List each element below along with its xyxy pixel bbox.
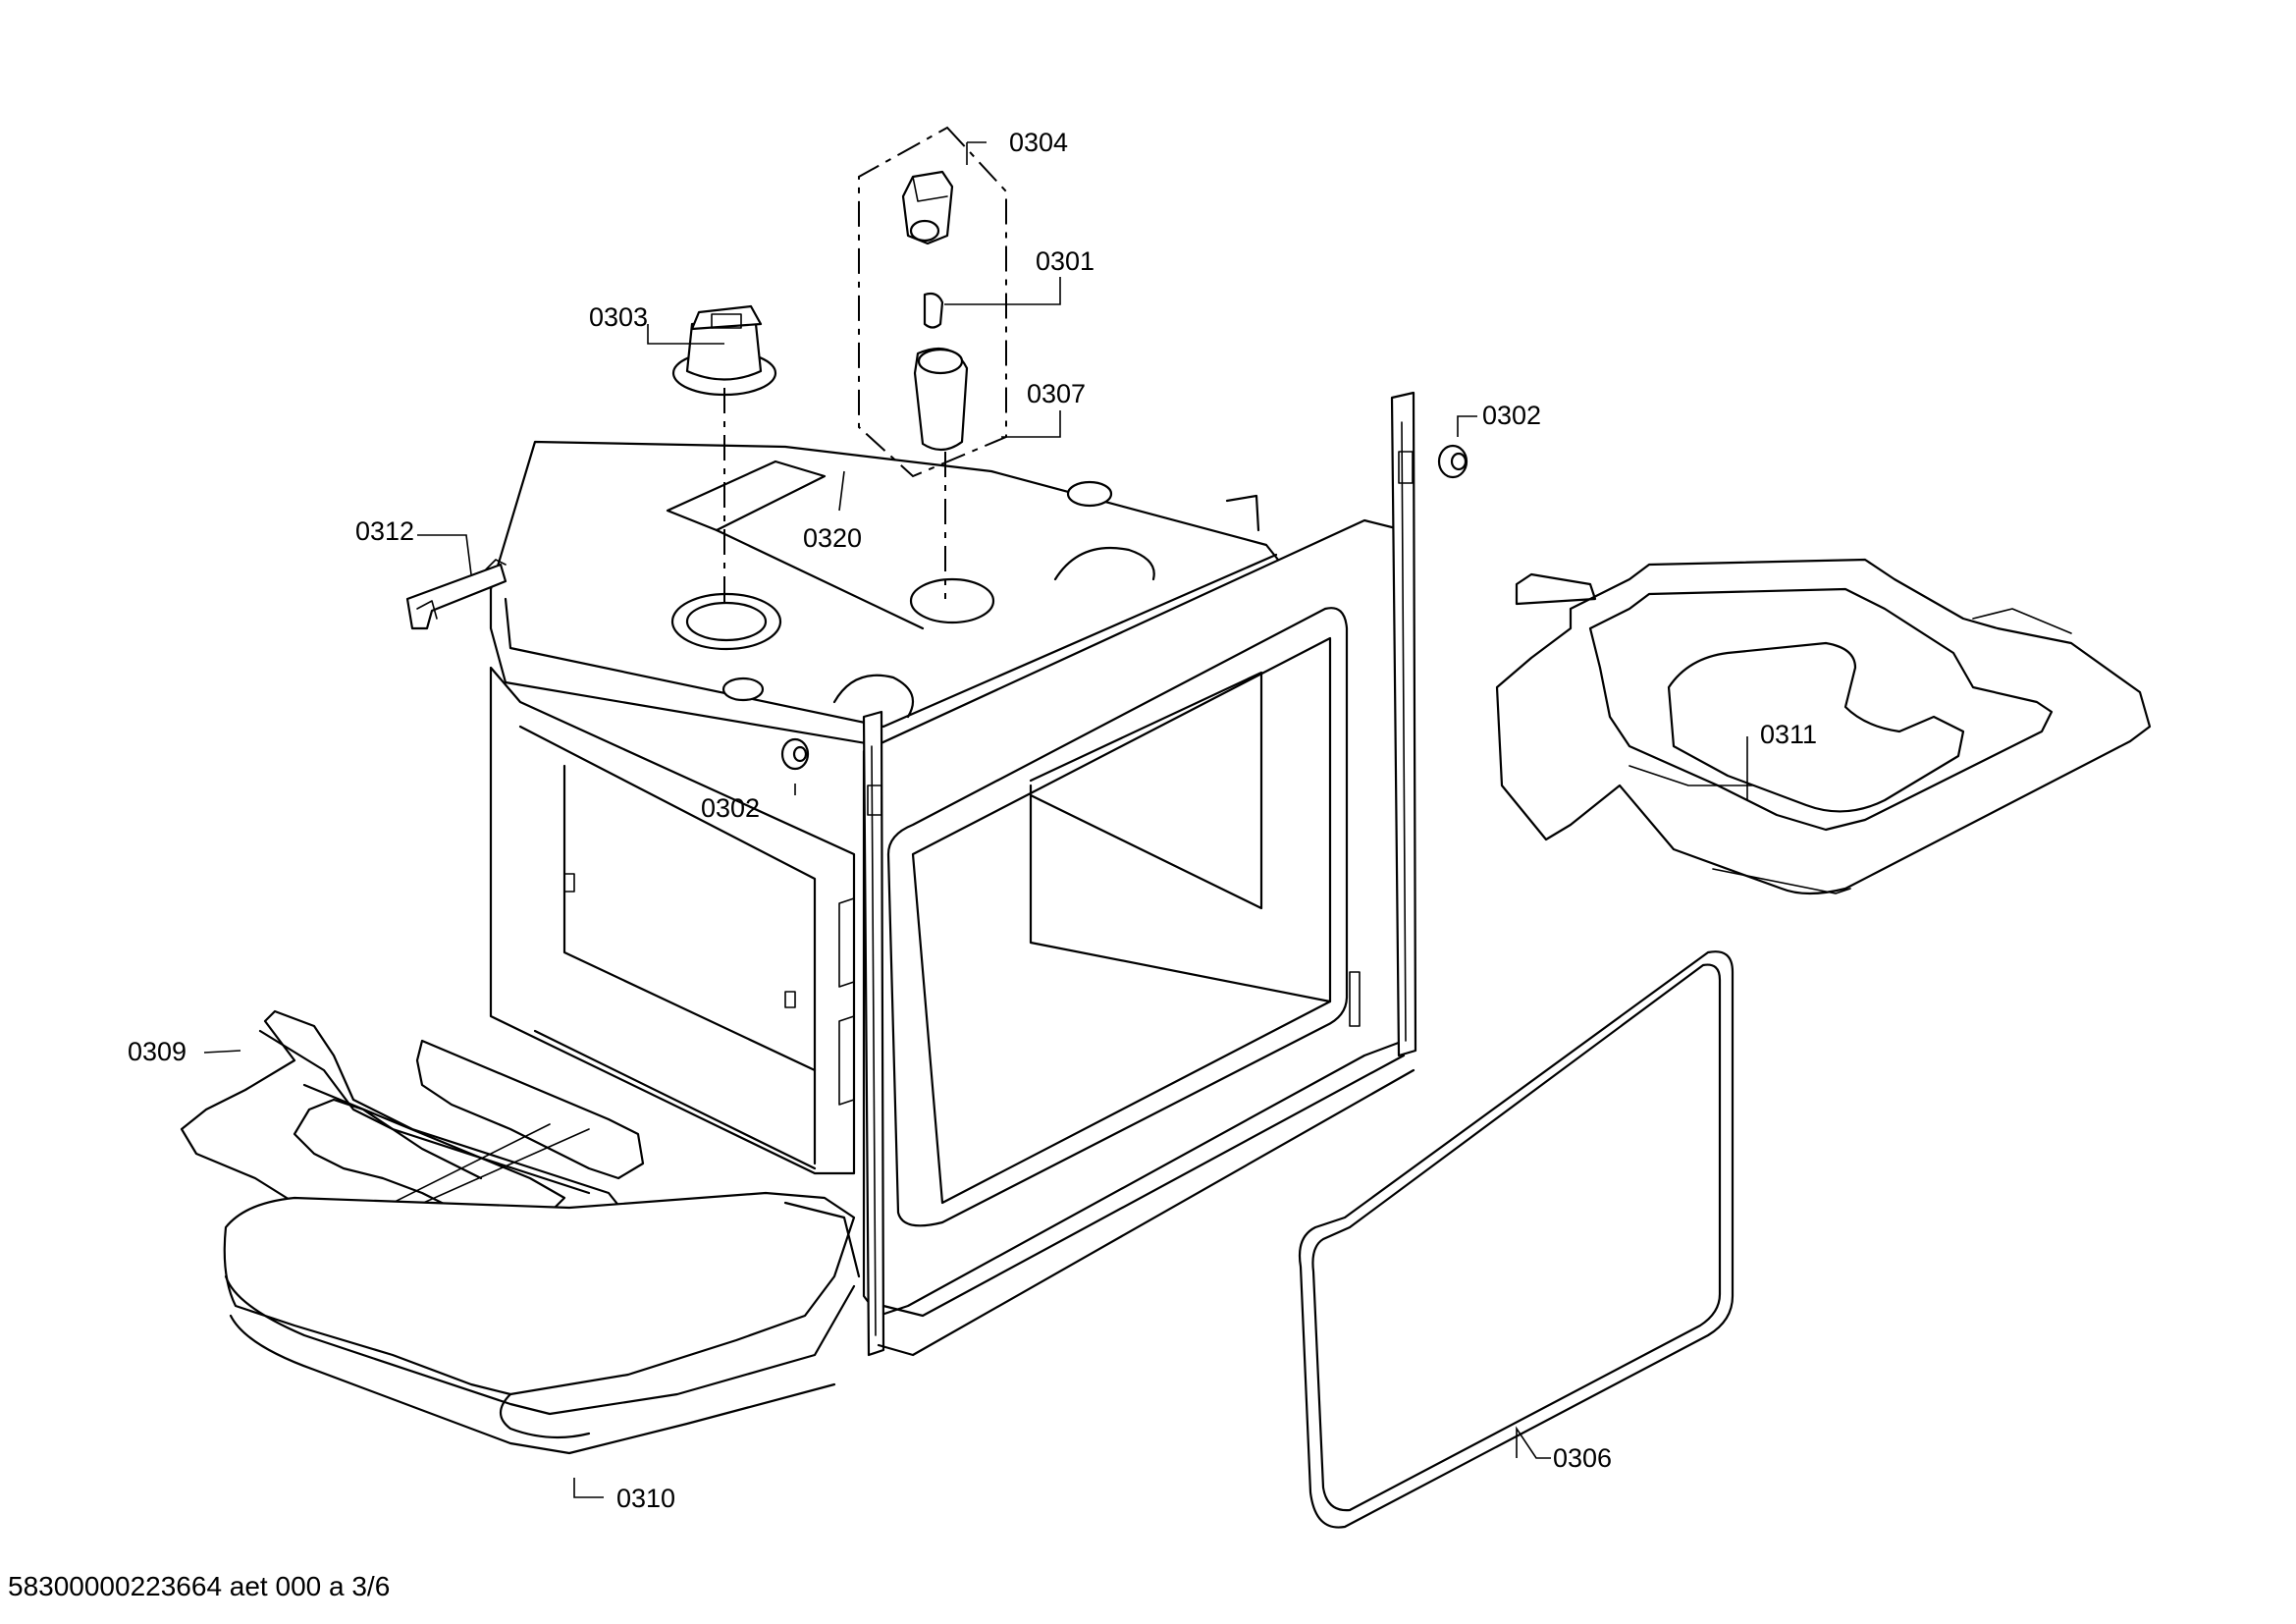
- label-0311: 0311: [1760, 720, 1817, 749]
- label-0310: 0310: [616, 1484, 675, 1513]
- part-labels: 0304 0301 0303 0307 0302 0312 0320 0311 …: [128, 128, 1817, 1513]
- oven-cavity: [489, 391, 1417, 1357]
- label-0302-mid: 0302: [701, 793, 760, 823]
- label-0309: 0309: [128, 1037, 187, 1066]
- label-0320: 0320: [803, 523, 862, 553]
- bracket-part: [405, 559, 507, 630]
- label-0307: 0307: [1027, 379, 1086, 408]
- grill-heating-element: [1495, 558, 2152, 895]
- leader-lines: [203, 141, 1748, 1498]
- label-0306: 0306: [1553, 1443, 1612, 1473]
- label-0304: 0304: [1009, 128, 1068, 157]
- label-0301: 0301: [1036, 246, 1095, 276]
- label-0303: 0303: [589, 302, 648, 332]
- lamp-assembly-group: [858, 126, 1007, 599]
- door-seal-gasket: [1298, 950, 1735, 1529]
- document-reference-footer: 58300000223664 aet 000 a 3/6: [8, 1571, 390, 1601]
- small-connector-parts: [780, 444, 1468, 771]
- label-0312: 0312: [355, 516, 414, 546]
- label-0302-top: 0302: [1482, 401, 1541, 430]
- insulation-mat: [223, 1191, 861, 1455]
- fan-housing-part: [671, 304, 777, 609]
